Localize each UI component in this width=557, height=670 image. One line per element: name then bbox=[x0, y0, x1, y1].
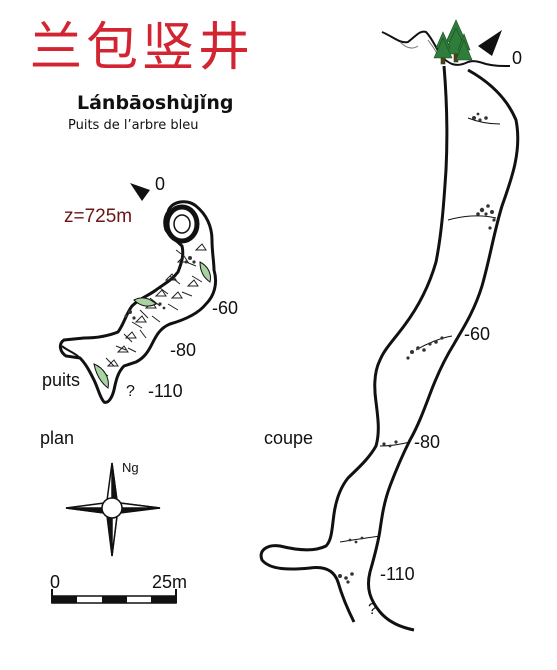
section-depth-110: -110 bbox=[380, 564, 415, 584]
section-entrance-depth: 0 bbox=[512, 48, 522, 68]
section-depth-60: -60 bbox=[464, 324, 490, 344]
plan-floor-detail bbox=[99, 243, 207, 377]
plan-sediment-3 bbox=[93, 363, 109, 389]
plan-boulders bbox=[124, 256, 196, 320]
section-label: coupe bbox=[264, 428, 313, 448]
section-boulders bbox=[338, 112, 496, 584]
section-entrance-arrow bbox=[478, 30, 502, 56]
plan-view: 0 z=725m -60 -80 -110 ? puits plan bbox=[40, 174, 238, 448]
north-arrow-icon bbox=[65, 462, 161, 557]
scale-start: 0 bbox=[50, 572, 60, 592]
scale-bar bbox=[51, 589, 177, 604]
surface-terrain bbox=[381, 30, 511, 67]
plan-depth-110: -110 bbox=[148, 381, 183, 401]
altitude-label: z=725m bbox=[64, 206, 132, 227]
north-label: Ng bbox=[122, 460, 139, 475]
tree-icon bbox=[433, 19, 473, 65]
plan-shaft-label: puits bbox=[42, 370, 80, 390]
plan-depth-80: -80 bbox=[170, 340, 196, 360]
cave-name-chinese: 兰包竖井 bbox=[30, 18, 255, 78]
section-unknown-mark: ? bbox=[368, 601, 377, 618]
plan-side-passage bbox=[61, 345, 81, 359]
plan-label: plan bbox=[40, 428, 74, 448]
scale-end: 25m bbox=[152, 572, 187, 592]
plan-entrance-depth: 0 bbox=[155, 174, 165, 194]
section-depth-80: -80 bbox=[414, 432, 440, 452]
section-left-wall bbox=[259, 65, 449, 623]
plan-unknown-mark: ? bbox=[126, 383, 135, 400]
plan-entrance-arrow bbox=[130, 183, 150, 201]
plan-depth-60: -60 bbox=[212, 298, 238, 318]
cave-name-french: Puits de l’arbre bleu bbox=[68, 118, 199, 133]
plan-sediment-1 bbox=[199, 261, 211, 283]
section-view: 0 -60 -80 -110 ? coupe bbox=[259, 19, 522, 632]
plan-entrance-inner bbox=[173, 214, 191, 234]
section-right-wall bbox=[366, 68, 520, 632]
plan-entrance-shaft bbox=[164, 204, 200, 244]
cave-name-pinyin: Lánbāoshùjǐng bbox=[77, 92, 234, 114]
plan-sediment-2 bbox=[133, 297, 157, 307]
